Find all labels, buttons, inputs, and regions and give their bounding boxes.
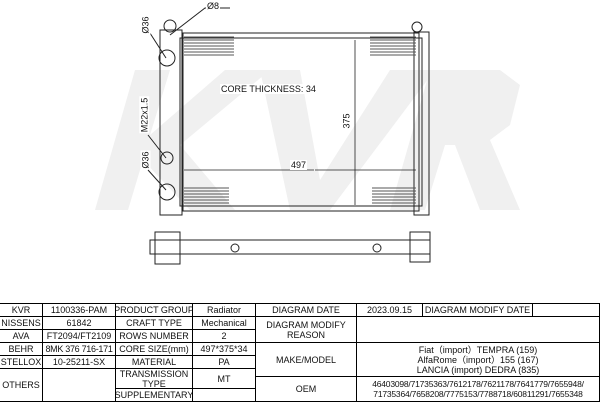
supplementary-label: SUPPLEMENTARY <box>115 388 193 402</box>
oem-line: 46403098/71735363/7612178/7621178/764177… <box>372 379 584 389</box>
make-model-line: Fiat（import）TEMPRA (159) <box>418 344 538 355</box>
kvr-label: KVR <box>0 303 43 317</box>
transmission-value: MT <box>192 368 256 389</box>
radiator-drawing <box>147 7 431 265</box>
product-group-label: PRODUCT GROUP <box>115 303 193 317</box>
bottom-view <box>149 239 431 255</box>
others-value <box>42 368 116 402</box>
make-model-line: AlfaRome（import）155 (167) <box>417 354 539 365</box>
outlet-pipe <box>158 183 176 201</box>
rows-number-label: ROWS NUMBER <box>115 329 193 343</box>
material-value: PA <box>192 355 256 369</box>
modify-date-value <box>532 303 600 317</box>
ava-label: AVA <box>0 329 43 343</box>
supplementary-value <box>192 388 256 402</box>
modify-reason-value <box>356 316 600 343</box>
left-tank <box>159 29 183 216</box>
product-group-value: Radiator <box>192 303 256 317</box>
transmission-label: TRANSMISSION TYPE <box>115 368 193 389</box>
core-size-label: CORE SIZE(mm) <box>115 342 193 356</box>
pipe-bottom-label: Ø36 <box>140 150 151 170</box>
diagram-date-label: DIAGRAM DATE <box>255 303 357 317</box>
craft-type-label: CRAFT TYPE <box>115 316 193 330</box>
inlet-pipe <box>158 49 176 67</box>
core-thickness-label: CORE THICKNESS: 34 <box>220 84 317 94</box>
ava-value: FT2094/FT2109 <box>42 329 116 343</box>
modify-reason-label: DIAGRAM MODIFY REASON <box>255 316 357 343</box>
core-outline <box>182 32 420 212</box>
craft-type-value: Mechanical <box>192 316 256 330</box>
oem-value: 46403098/71735363/7612178/7621178/764177… <box>356 376 600 402</box>
hole-label: Ø8 <box>206 1 221 11</box>
material-label: MATERIAL <box>115 355 193 369</box>
nissens-label: NISSENS <box>0 316 43 330</box>
width-dimension: 497 <box>290 160 308 170</box>
make-model-line: LANCIA (import) DEDRA (835) <box>416 364 540 375</box>
rows-number-value: 2 <box>192 329 256 343</box>
make-model-value: Fiat（import）TEMPRA (159) AlfaRome（import… <box>356 342 600 377</box>
thread-label: M22x1.5 <box>139 96 150 134</box>
right-tank <box>413 31 430 216</box>
oem-label: OEM <box>255 376 357 402</box>
oem-line: 71735364/7658208/7775153/7788718/6081129… <box>373 389 583 399</box>
stellox-label: STELLOX <box>0 355 43 369</box>
stellox-value: 10-25211-SX <box>42 355 116 369</box>
height-dimension: 375 <box>341 112 352 130</box>
others-label: OTHERS <box>0 368 43 402</box>
behr-value: 8MK 376 716-171 <box>42 342 116 356</box>
core-size-value: 497*375*34 <box>192 342 256 356</box>
pipe-top-label: Ø36 <box>140 15 151 35</box>
behr-label: BEHR <box>0 342 43 356</box>
kvr-value: 1100336-PAM <box>42 303 116 317</box>
modify-date-label: DIAGRAM MODIFY DATE <box>422 303 533 317</box>
diagram-date-value: 2023.09.15 <box>356 303 423 317</box>
make-model-label: MAKE/MODEL <box>255 342 357 377</box>
nissens-value: 61842 <box>42 316 116 330</box>
